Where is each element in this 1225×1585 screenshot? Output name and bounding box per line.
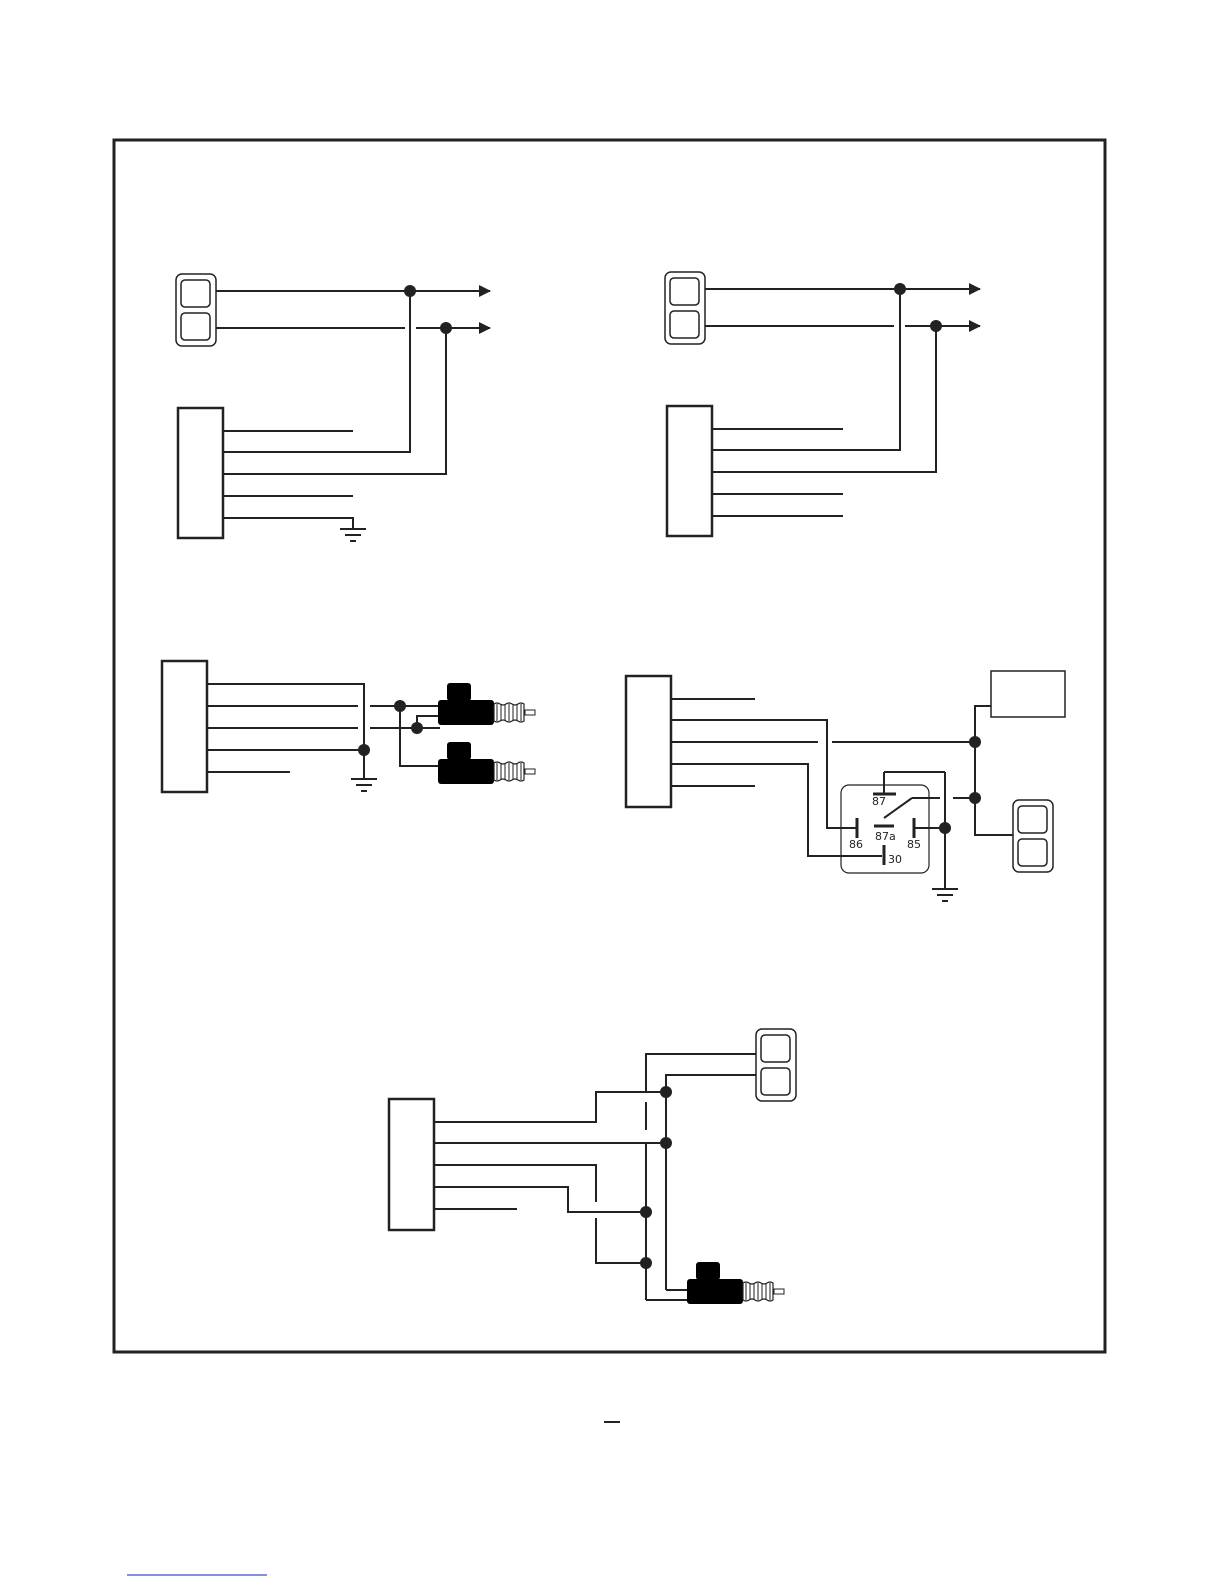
door-lock-actuator-icon <box>687 1262 784 1304</box>
two-button-switch-icon <box>176 274 216 346</box>
junction-dot-icon <box>939 822 951 834</box>
two-button-switch-icon <box>665 272 705 344</box>
two-button-switch-icon <box>756 1029 796 1101</box>
diagram-5 <box>389 1029 796 1304</box>
control-module-icon <box>626 676 671 807</box>
junction-dot-icon <box>404 285 416 297</box>
ground-icon <box>932 889 958 901</box>
ground-icon <box>340 529 366 541</box>
junction-dot-icon <box>394 700 406 712</box>
junction-dot-icon <box>358 744 370 756</box>
relay-pin-86: 86 <box>849 838 863 851</box>
junction-dot-icon <box>969 792 981 804</box>
diagram-2 <box>665 272 980 536</box>
relay-pin-87a: 87a <box>875 830 896 843</box>
relay-pin-87: 87 <box>872 795 886 808</box>
two-button-switch-icon <box>1013 800 1053 872</box>
junction-dot-icon <box>411 722 423 734</box>
diagram-frame <box>114 140 1105 1352</box>
relay-pin-30: 30 <box>888 853 902 866</box>
diagram-4 <box>626 671 1065 901</box>
diagram-3 <box>162 661 535 792</box>
junction-dot-icon <box>930 320 942 332</box>
control-module-icon <box>667 406 712 536</box>
junction-dot-icon <box>660 1086 672 1098</box>
control-module-icon <box>162 661 207 792</box>
external-device-box <box>991 671 1065 717</box>
junction-dot-icon <box>660 1137 672 1149</box>
control-module-icon <box>389 1099 434 1230</box>
relay-pin-85: 85 <box>907 838 921 851</box>
diagram-1 <box>176 274 490 541</box>
junction-dot-icon <box>440 322 452 334</box>
junction-dot-icon <box>969 736 981 748</box>
door-lock-actuator-icon <box>438 683 535 725</box>
junction-dot-icon <box>894 283 906 295</box>
control-module-icon <box>178 408 223 538</box>
door-lock-actuator-icon <box>438 742 535 784</box>
junction-dot-icon <box>640 1206 652 1218</box>
junction-dot-icon <box>640 1257 652 1269</box>
ground-icon <box>351 779 377 791</box>
